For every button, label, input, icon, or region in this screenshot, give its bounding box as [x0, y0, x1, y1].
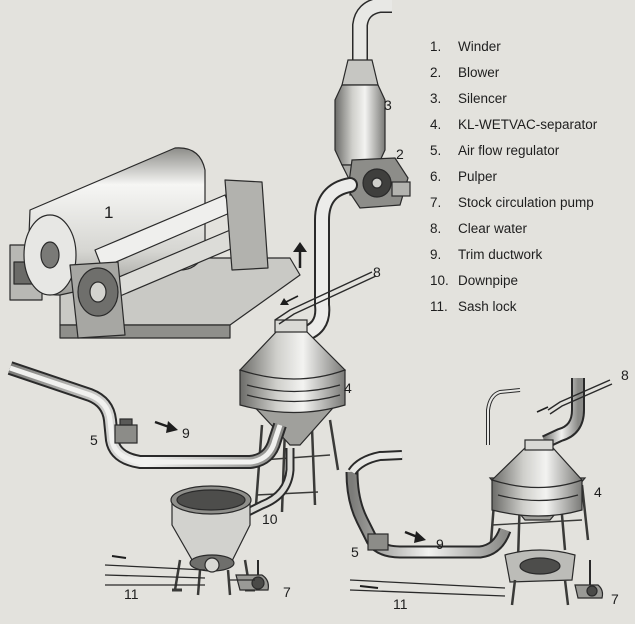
legend-item: 5. Air flow regulator	[430, 138, 597, 164]
clear-water-line-right	[547, 379, 613, 415]
legend-item: 9. Trim ductwork	[430, 242, 597, 268]
up-arrow-icon	[293, 242, 307, 268]
legend-label: Sash lock	[458, 299, 517, 314]
legend-item: 8. Clear water	[430, 216, 597, 242]
pulper-left	[170, 485, 255, 596]
legend-number: 9.	[430, 247, 442, 262]
riser-pipe	[292, 177, 358, 343]
flow-arrow-icon	[404, 530, 426, 543]
callout-downpipe: 10	[262, 511, 278, 527]
callout-trim-right: 9	[436, 536, 444, 552]
legend-label: Stock circulation pump	[458, 195, 594, 210]
legend-number: 7.	[430, 195, 442, 210]
legend-label: Blower	[458, 65, 500, 80]
legend-item: 10. Downpipe	[430, 268, 597, 294]
callout-separator-left: 4	[344, 380, 352, 396]
legend-item: 11. Sash lock	[430, 294, 597, 320]
air-flow-regulator-left	[114, 418, 138, 444]
legend-item: 3. Silencer	[430, 86, 597, 112]
air-flow-regulator-right	[367, 533, 389, 551]
sash-arrow-icon	[359, 585, 379, 589]
downpipe	[245, 448, 295, 517]
legend-number: 11.	[430, 299, 448, 314]
legend-label: Trim ductwork	[458, 247, 543, 262]
separator-left	[238, 319, 347, 513]
trim-ductwork-right	[345, 388, 521, 559]
callout-sash-left: 11	[124, 586, 139, 602]
clear-water-line-left	[274, 271, 377, 325]
flow-arrow-icon	[154, 420, 178, 433]
legend-item: 6. Pulper	[430, 164, 597, 190]
legend-number: 4.	[430, 117, 442, 132]
sash-lock-lines-right	[349, 579, 506, 597]
callout-sash-right: 11	[393, 596, 408, 612]
callout-pump-left: 7	[283, 584, 291, 600]
legend-item: 4. KL-WETVAC-separator	[430, 112, 597, 138]
legend-number: 8.	[430, 221, 442, 236]
legend-number: 5.	[430, 143, 442, 158]
callout-silencer: 3	[384, 97, 392, 113]
callout-regulator-right: 5	[351, 544, 359, 560]
legend-label: Silencer	[458, 91, 507, 106]
legend-item: 7. Stock circulation pump	[430, 190, 597, 216]
legend: 1. Winder 2. Blower 3. Silencer 4. KL-WETVAC…	[430, 34, 597, 320]
water-arrow-icon	[536, 406, 549, 413]
separator-right	[488, 439, 590, 561]
legend-label: KL-WETVAC-separator	[458, 117, 598, 132]
stock-pump-left	[235, 560, 269, 591]
trim-ductwork-left	[7, 361, 287, 469]
callout-blower: 2	[396, 146, 404, 162]
downpipe-right	[542, 378, 585, 449]
legend-label: Pulper	[458, 169, 498, 184]
legend-number: 1.	[430, 39, 442, 54]
legend-number: 3.	[430, 91, 442, 106]
legend-label: Downpipe	[458, 273, 519, 288]
legend-item: 2. Blower	[430, 60, 597, 86]
legend-number: 6.	[430, 169, 442, 184]
callout-winder: 1	[104, 203, 114, 222]
callout-separator-right: 4	[594, 484, 602, 500]
legend-label: Air flow regulator	[458, 143, 560, 158]
winder	[9, 147, 301, 339]
pulper-right	[504, 549, 576, 606]
legend-number: 10.	[430, 273, 449, 288]
sash-arrow-icon	[111, 555, 127, 559]
legend-label: Clear water	[458, 221, 528, 236]
legend-label: Winder	[458, 39, 501, 54]
callout-pump-right: 7	[611, 591, 619, 607]
callout-trim-left: 9	[182, 425, 190, 441]
legend-number: 2.	[430, 65, 442, 80]
callout-clear-water-left: 8	[373, 264, 381, 280]
water-arrow-icon	[280, 295, 299, 305]
legend-item: 1. Winder	[430, 34, 597, 60]
stock-pump-right	[574, 560, 604, 599]
callout-clear-water-right: 8	[621, 367, 629, 383]
callout-regulator-left: 5	[90, 432, 98, 448]
sash-lock-lines-left	[104, 564, 255, 586]
